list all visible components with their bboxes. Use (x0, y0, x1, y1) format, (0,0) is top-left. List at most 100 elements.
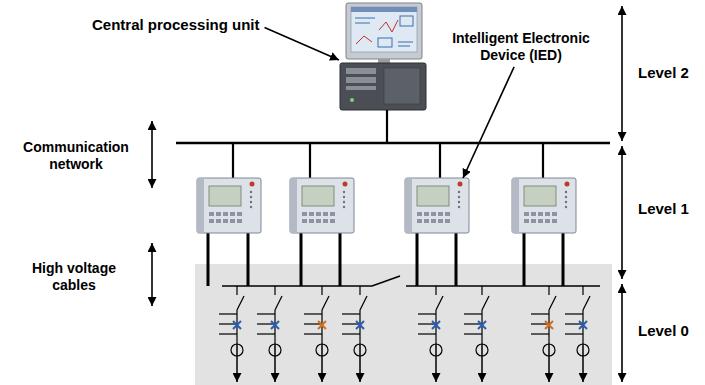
feeder (219, 286, 244, 382)
ied-led (250, 201, 252, 203)
ied-led (565, 206, 567, 208)
ied-led (565, 201, 567, 203)
ied-side (197, 178, 204, 233)
ied-key (230, 212, 235, 216)
feeder (565, 286, 590, 382)
ied-side (512, 178, 519, 233)
ied-key (216, 212, 221, 216)
ied-led (343, 182, 348, 187)
ied-key (323, 219, 328, 223)
leader-arrow (463, 67, 514, 178)
ied-body (405, 178, 469, 233)
drive-slot (346, 86, 376, 90)
ied-screen (524, 186, 556, 206)
ied-key (538, 219, 543, 223)
ied-key (424, 212, 429, 216)
hv-cable (416, 233, 419, 286)
feeder (464, 286, 489, 382)
ied-key (445, 212, 450, 216)
callout-label: Intelligent Electronic Device (IED) (440, 30, 602, 64)
callout-label: Central processing unit (92, 16, 292, 34)
ied-key (209, 219, 214, 223)
ied-key (309, 212, 314, 216)
feeder (342, 286, 367, 382)
ied-key (417, 212, 422, 216)
ied-key (316, 212, 321, 216)
level-label: Level 0 (638, 322, 702, 340)
ied-key (538, 212, 543, 216)
monitor (346, 3, 422, 59)
ied-device (405, 178, 469, 233)
ied-led (250, 191, 252, 193)
hv-cable (562, 233, 565, 286)
ied-led (250, 206, 252, 208)
network-drop (232, 143, 234, 178)
ied-key (417, 219, 422, 223)
ied-key (531, 212, 536, 216)
computer-tower (340, 63, 426, 110)
network-drop (439, 143, 441, 178)
ied-key (552, 212, 557, 216)
ied-led (458, 196, 460, 198)
busbar (406, 285, 600, 287)
ied-key (431, 212, 436, 216)
ied-key (438, 212, 443, 216)
span-arrow (151, 243, 153, 306)
ied-key (431, 219, 436, 223)
ied-key (552, 219, 557, 223)
hv-cable (455, 233, 458, 286)
feeder (531, 286, 556, 382)
ied-led (458, 191, 460, 193)
ied-key (316, 219, 321, 223)
monitor-stand (378, 59, 390, 63)
side-label: Communication network (10, 139, 142, 173)
ied-key (531, 219, 536, 223)
ied-led (565, 191, 567, 193)
ied-body (512, 178, 576, 233)
computer-icon (340, 3, 426, 110)
substation-area (195, 264, 612, 385)
ied-key (309, 219, 314, 223)
level-arrow (621, 146, 623, 279)
ied-key (323, 212, 328, 216)
side-label: High voltage cables (12, 260, 136, 294)
ied-led (565, 182, 570, 187)
ied-key (438, 219, 443, 223)
drive-slot (346, 68, 376, 74)
ied-key (545, 219, 550, 223)
level-brackets (152, 6, 622, 382)
ied-led (565, 196, 567, 198)
level-label: Level 2 (638, 64, 702, 82)
ied-key (524, 219, 529, 223)
ied-key (237, 212, 242, 216)
ied-screen (302, 186, 334, 206)
hv-cable (300, 233, 303, 286)
ied-key (223, 219, 228, 223)
power-led (350, 98, 354, 102)
ied-led (343, 191, 345, 193)
hv-cable (207, 233, 210, 286)
ied-screen (209, 186, 241, 206)
ied-side (290, 178, 297, 233)
ied-device (290, 178, 354, 233)
ied-key (302, 212, 307, 216)
ied-led (343, 196, 345, 198)
span-arrow (151, 121, 153, 188)
ied-side (405, 178, 412, 233)
feeder (418, 286, 443, 382)
busbar (222, 285, 372, 287)
ied-led (343, 206, 345, 208)
ied-led (458, 206, 460, 208)
network-drop (542, 143, 544, 178)
ied-key (237, 219, 242, 223)
hv-cable (247, 233, 250, 286)
drive-slot (346, 77, 376, 83)
ied-key (302, 219, 307, 223)
hv-cable (523, 233, 526, 286)
feeder (257, 286, 282, 382)
network-drop (309, 143, 311, 178)
ied-led (343, 201, 345, 203)
leader-arrow (265, 28, 339, 61)
ied-key (209, 212, 214, 216)
